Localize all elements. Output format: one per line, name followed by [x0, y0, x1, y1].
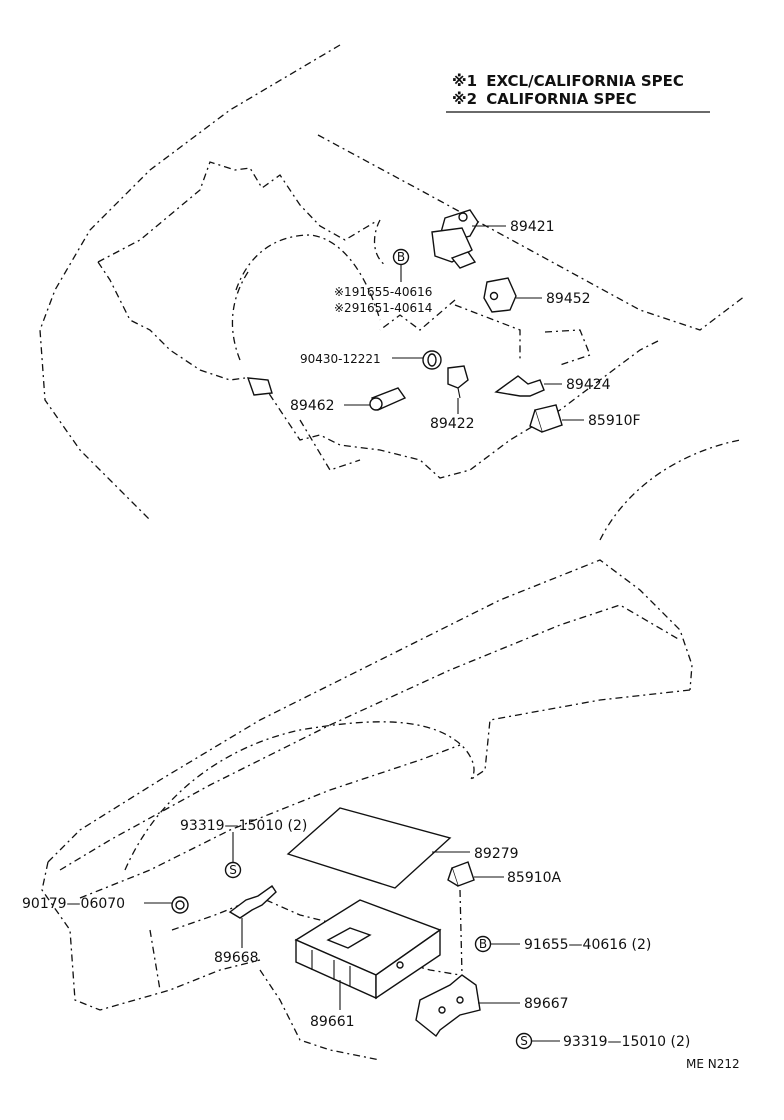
callout-89667: 89667: [524, 996, 569, 1012]
callout-89661: 89661: [310, 1014, 355, 1030]
callout-89421: 89421: [510, 219, 555, 235]
screw-symbol-bottom: S: [515, 1032, 533, 1050]
callout-85910A: 85910A: [507, 870, 562, 886]
clip-upper-left: [246, 377, 273, 396]
svg-text:S: S: [229, 863, 237, 877]
callout-90179-06070: 90179—06070: [22, 896, 125, 912]
callout-89462: 89462: [290, 398, 335, 414]
callout-93319-15010-top: 93319—15010 (2): [180, 818, 307, 834]
callout-89424: 89424: [566, 377, 611, 393]
sensor-89462: [369, 387, 407, 411]
legend-text-1: EXCL/CALIFORNIA SPEC: [486, 72, 684, 90]
ecu-cover-89279: [286, 807, 452, 889]
fender-curve: [599, 439, 741, 541]
svg-text:B: B: [479, 937, 487, 951]
screw-symbol-top: S: [224, 861, 242, 879]
callout-90430-12221: 90430-12221: [300, 352, 381, 366]
callout-93319-15010-bottom: 93319—15010 (2): [563, 1034, 690, 1050]
callout-89279: 89279: [474, 846, 519, 862]
legend: ※1 EXCL/CALIFORNIA SPEC ※2 CALIFORNIA SP…: [446, 72, 710, 113]
callout-91655-40616-a: ※191655-40616: [334, 285, 432, 299]
callout-85910F: 85910F: [588, 413, 641, 429]
callout-89422: 89422: [430, 416, 475, 432]
callout-89452: 89452: [546, 291, 591, 307]
callout-89668: 89668: [214, 950, 259, 966]
relay-85910F: [529, 404, 563, 433]
bolt-symbol-upper: B: [392, 248, 410, 266]
ecu-89661: [294, 899, 442, 1000]
sensor-89421: [431, 209, 479, 269]
callout-91655-40616-b: 91655—40616 (2): [524, 937, 651, 953]
callout-91651-40614: ※291651-40614: [334, 301, 432, 315]
diagram-code: ME N212: [686, 1057, 740, 1071]
bracket-89667: [415, 974, 481, 1038]
sensor-89422: [447, 365, 469, 399]
dashboard-outline: [41, 559, 693, 1061]
vsv-90430: [422, 350, 442, 370]
nut-symbol-90179: [171, 896, 189, 914]
legend-item-1: ※1 EXCL/CALIFORNIA SPEC: [452, 72, 684, 90]
relay-85910A: [447, 861, 475, 887]
upper-leaders: [344, 225, 584, 421]
bracket-89452: [483, 277, 517, 313]
svg-text:S: S: [520, 1034, 528, 1048]
engine-compartment-outline: [39, 44, 746, 521]
sensor-89424: [494, 375, 545, 397]
bracket-89668: [228, 885, 277, 919]
legend-item-2: ※2 CALIFORNIA SPEC: [452, 90, 637, 108]
legend-text-2: CALIFORNIA SPEC: [486, 90, 636, 108]
legend-mark-1: ※1: [452, 72, 477, 90]
lower-leaders: [144, 832, 560, 1042]
bolt-symbol-lower: B: [474, 935, 492, 953]
svg-text:B: B: [397, 250, 405, 264]
legend-mark-2: ※2: [452, 90, 477, 108]
